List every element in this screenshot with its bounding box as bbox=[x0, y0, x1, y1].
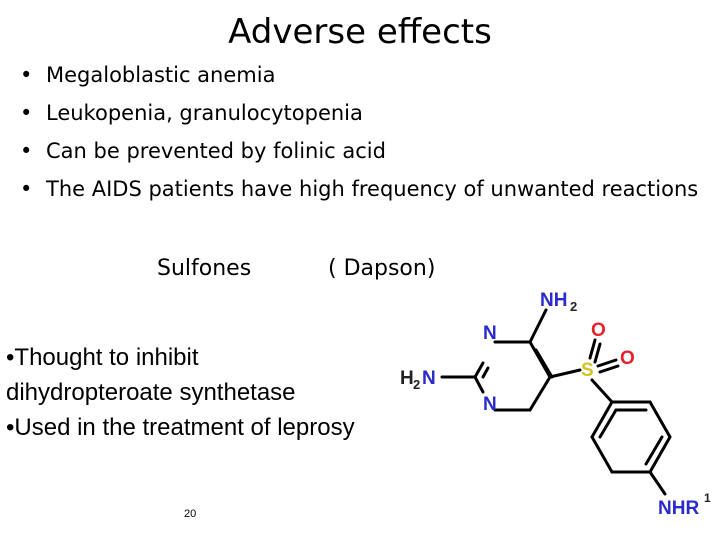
bond bbox=[593, 342, 602, 364]
atom-label: 2 bbox=[413, 377, 420, 392]
atom-label: S bbox=[581, 360, 594, 381]
structure-atoms: NH 2 N H 2 N N S O O NHR 1 bbox=[400, 290, 711, 519]
bond bbox=[590, 435, 614, 474]
bond bbox=[588, 338, 597, 360]
bond bbox=[598, 408, 618, 439]
slide-title: Adverse effects bbox=[228, 12, 492, 52]
lower-text-block: •Thought to inhibit dihydropteroate synt… bbox=[6, 340, 366, 445]
dapsone-structure-diagram: NH 2 N H 2 N N S O O NHR 1 bbox=[400, 290, 711, 519]
bond bbox=[644, 435, 664, 466]
bullet-item: Megaloblastic anemia bbox=[20, 60, 698, 98]
atom-label: 1 bbox=[704, 491, 711, 505]
bullet-list: Megaloblastic anemia Leukopenia, granulo… bbox=[20, 60, 698, 212]
bond bbox=[534, 348, 554, 379]
atom-label: N bbox=[483, 394, 497, 415]
bond bbox=[590, 400, 614, 439]
bond bbox=[548, 368, 582, 379]
sulfones-label: Sulfones bbox=[157, 256, 252, 281]
bullet-item: The AIDS patients have high frequency of… bbox=[20, 174, 698, 212]
bond bbox=[648, 435, 672, 474]
bullet-item: Leukopenia, granulocytopenia bbox=[20, 98, 698, 136]
bond bbox=[473, 375, 485, 394]
atom-label: H bbox=[400, 368, 414, 389]
bond bbox=[596, 358, 618, 368]
atom-label: N bbox=[483, 323, 497, 344]
atom-label: O bbox=[591, 320, 606, 341]
bond bbox=[598, 364, 620, 374]
structure-bonds bbox=[440, 308, 672, 496]
bullet-item: Can be prevented by folinic acid bbox=[20, 136, 698, 174]
page-number: 20 bbox=[184, 508, 197, 520]
atom-label: N bbox=[422, 368, 436, 389]
bond bbox=[528, 308, 548, 344]
dapson-label: ( Dapson) bbox=[328, 256, 436, 281]
bond bbox=[590, 378, 614, 404]
atom-label: O bbox=[620, 348, 635, 369]
atom-label: NHR bbox=[658, 498, 699, 519]
atom-label: 2 bbox=[570, 299, 577, 314]
bond bbox=[648, 470, 667, 496]
lower-point: •Used in the treatment of leprosy bbox=[6, 414, 355, 441]
lower-point: •Thought to inhibit dihydropteroate synt… bbox=[6, 344, 296, 406]
bond bbox=[481, 366, 490, 379]
atom-label: NH bbox=[540, 290, 567, 311]
bond bbox=[528, 375, 552, 412]
bond bbox=[648, 400, 672, 439]
bond bbox=[473, 361, 485, 379]
